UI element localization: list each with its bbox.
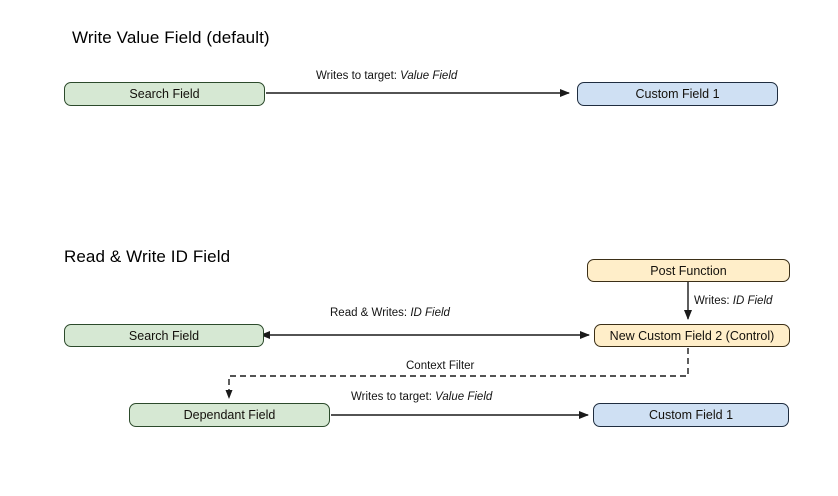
edge-label-writes-to-target-top: Writes to target: Value Field [316,70,457,82]
node-new-custom-field-2[interactable]: New Custom Field 2 (Control) [594,324,790,347]
edge-label-writes-to-target-bottom-emphasis: Value Field [435,391,493,403]
edge-label-writes-id-field-emphasis: ID Field [732,295,773,307]
node-custom-field-1-top[interactable]: Custom Field 1 [577,82,778,106]
edge-label-context-filter: Context Filter [403,360,478,372]
edge-label-writes-id-field-prefix: Writes: [694,295,730,307]
section-title-write-value-field: Write Value Field (default) [72,28,270,47]
node-search-field-bottom[interactable]: Search Field [64,324,264,347]
section-title-read-write-id-field: Read & Write ID Field [64,247,231,266]
node-post-function[interactable]: Post Function [587,259,790,282]
edge-label-writes-id-field: Writes: ID Field [694,295,772,307]
edge-label-writes-to-target-top-emphasis: Value Field [400,70,458,82]
edge-label-writes-to-target-bottom: Writes to target: Value Field [351,391,492,403]
node-dependant-field[interactable]: Dependant Field [129,403,330,427]
node-custom-field-1-bottom[interactable]: Custom Field 1 [593,403,789,427]
edge-label-writes-to-target-top-prefix: Writes to target: [316,70,397,82]
edge-label-read-writes-emphasis: ID Field [410,307,450,319]
edge-label-read-writes-prefix: Read & Writes: [330,307,408,319]
node-search-field-top[interactable]: Search Field [64,82,265,106]
edge-label-writes-to-target-bottom-prefix: Writes to target: [351,391,432,403]
edge-label-read-writes-id-field: Read & Writes: ID Field [330,307,450,319]
